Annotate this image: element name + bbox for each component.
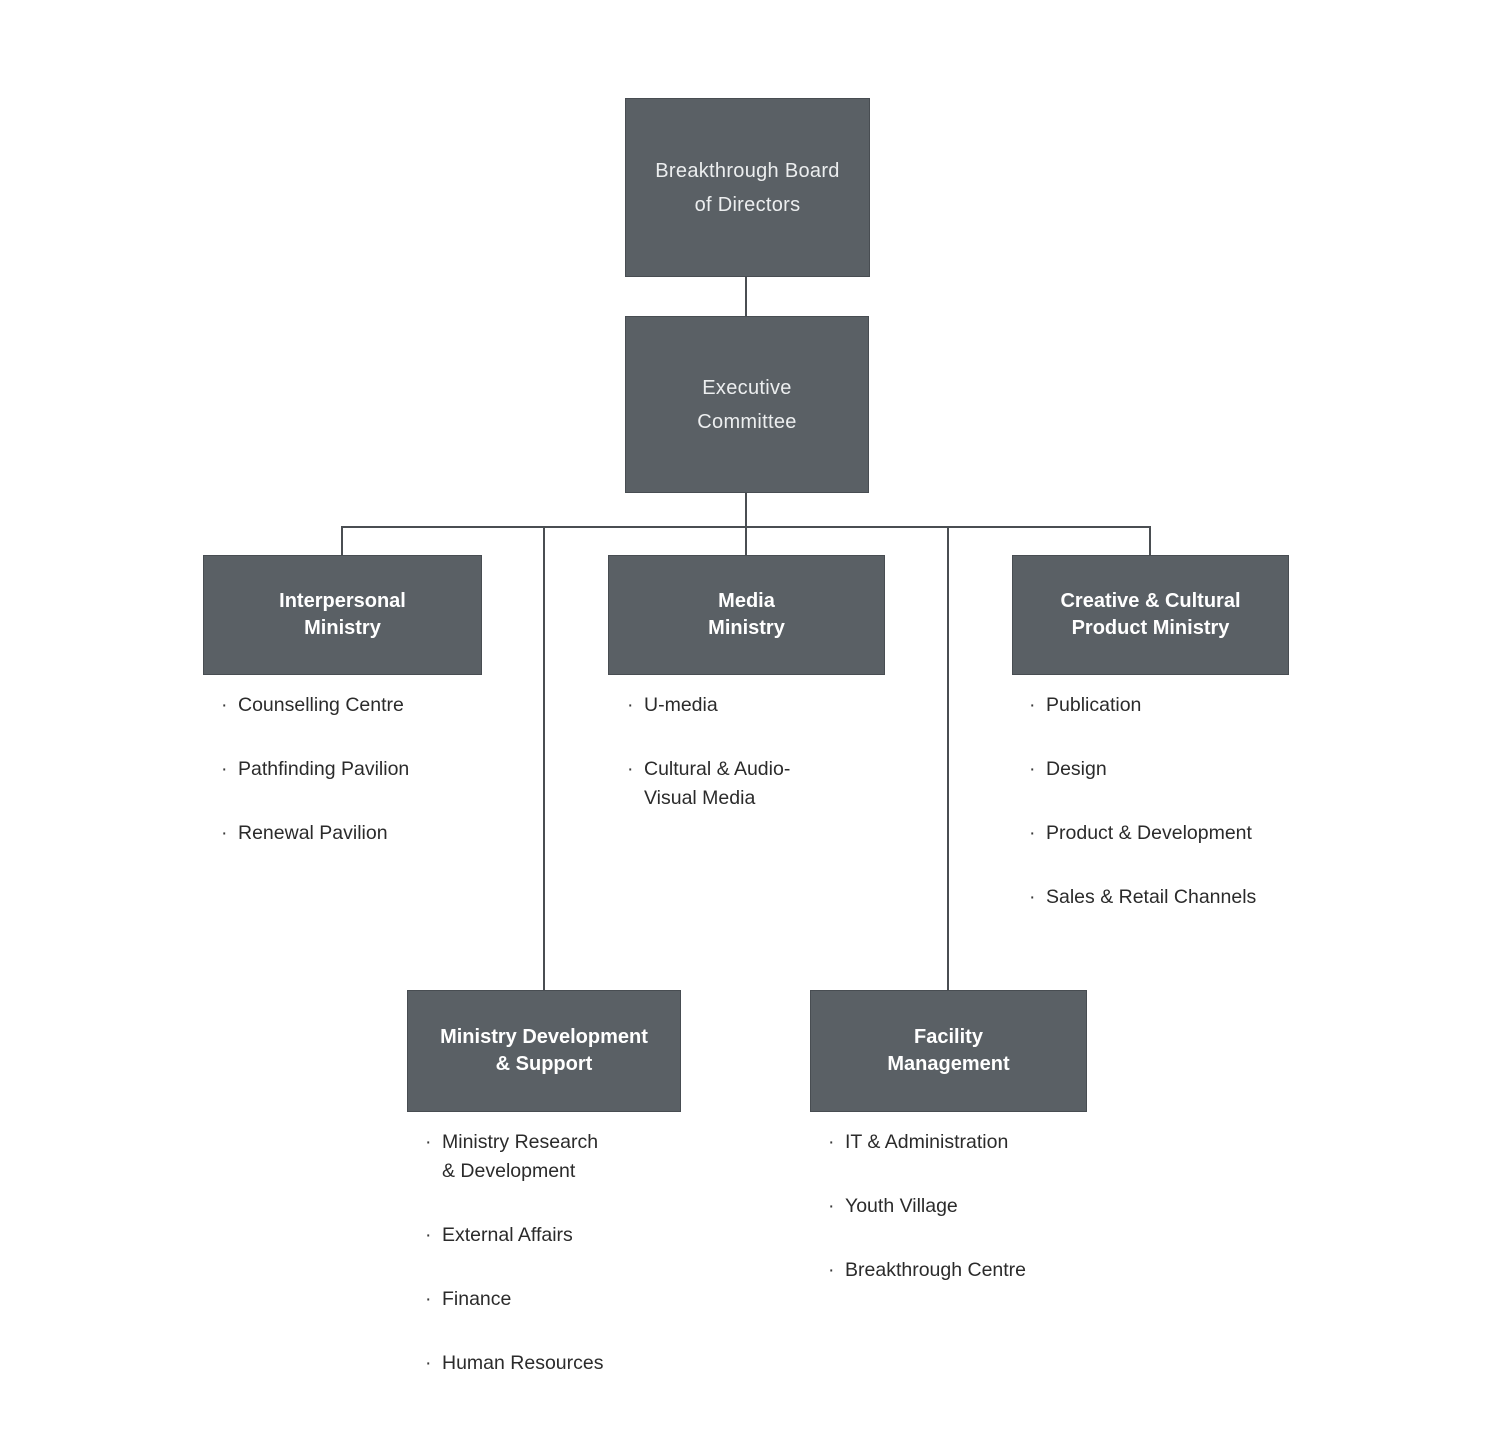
ministry-box-creative: Creative & Cultural Product Ministry — [1012, 555, 1289, 675]
list-item-label: External Affairs — [442, 1224, 573, 1246]
connector-drop-facility — [947, 526, 949, 990]
ministry-title-interpersonal: Interpersonal Ministry — [279, 590, 406, 639]
ministry-box-facility: Facility Management — [810, 990, 1087, 1112]
connector-board-to-executive — [745, 277, 747, 317]
bullet-icon: · — [221, 822, 228, 844]
bullet-icon: · — [1029, 694, 1036, 716]
list-item: · Renewal Pavilion — [221, 819, 409, 848]
list-item: · Breakthrough Centre — [828, 1256, 1026, 1285]
list-item-label: Counselling Centre — [238, 694, 404, 716]
list-item: · Sales & Retail Channels — [1029, 883, 1256, 912]
list-item: · Product & Development — [1029, 819, 1256, 848]
list-item: · Design — [1029, 755, 1256, 784]
bullet-icon: · — [425, 1131, 432, 1153]
connector-drop-ministry-development — [543, 526, 545, 990]
bullet-icon: · — [1029, 758, 1036, 780]
bullet-icon: · — [425, 1352, 432, 1374]
connector-drop-media — [745, 526, 747, 555]
board-of-directors-box: Breakthrough Board of Directors — [625, 98, 870, 277]
ministry-title-ministry-development: Ministry Development & Support — [440, 1026, 648, 1075]
bullet-icon: · — [1029, 886, 1036, 908]
ministry-title-creative: Creative & Cultural Product Ministry — [1060, 590, 1241, 639]
ministry-box-ministry-development: Ministry Development & Support — [407, 990, 681, 1112]
list-item-label: Breakthrough Centre — [845, 1259, 1027, 1281]
list-item-label: Youth Village — [845, 1195, 958, 1217]
list-item: · Finance — [425, 1285, 603, 1314]
bullet-icon: · — [1029, 822, 1036, 844]
list-item-label: Ministry Research & Development — [442, 1131, 599, 1182]
bullet-icon: · — [828, 1259, 835, 1281]
ministry-list-ministry-development: · Ministry Research & Development · Exte… — [425, 1128, 603, 1413]
bullet-icon: · — [425, 1288, 432, 1310]
executive-committee-label: Executive Committee — [697, 376, 797, 433]
list-item: · External Affairs — [425, 1221, 603, 1250]
list-item: · Youth Village — [828, 1192, 1026, 1221]
list-item-label: Finance — [442, 1288, 512, 1310]
list-item-label: Cultural & Audio- Visual Media — [644, 758, 791, 809]
list-item-label: Renewal Pavilion — [238, 822, 388, 844]
ministry-list-creative: · Publication · Design · Product & Devel… — [1029, 691, 1256, 947]
list-item-label: Pathfinding Pavilion — [238, 758, 410, 780]
bullet-icon: · — [221, 758, 228, 780]
ministry-list-media: · U-media · Cultural & Audio- Visual Med… — [627, 691, 790, 848]
list-item: · IT & Administration — [828, 1128, 1026, 1157]
bullet-icon: · — [627, 758, 634, 780]
list-item-label: Publication — [1046, 694, 1142, 716]
ministry-box-interpersonal: Interpersonal Ministry — [203, 555, 482, 675]
board-of-directors-label: Breakthrough Board of Directors — [655, 159, 840, 216]
bullet-icon: · — [627, 694, 634, 716]
list-item-label: Product & Development — [1046, 822, 1252, 844]
list-item: · Human Resources — [425, 1349, 603, 1378]
bullet-icon: · — [425, 1224, 432, 1246]
executive-committee-box: Executive Committee — [625, 316, 869, 493]
list-item: · Counselling Centre — [221, 691, 409, 720]
list-item: · U-media — [627, 691, 790, 720]
list-item: · Pathfinding Pavilion — [221, 755, 409, 784]
list-item-label: Design — [1046, 758, 1107, 780]
connector-executive-to-bus — [745, 493, 747, 527]
list-item: · Ministry Research & Development — [425, 1128, 603, 1186]
ministry-title-facility: Facility Management — [887, 1026, 1010, 1075]
ministry-box-media: Media Ministry — [608, 555, 885, 675]
connector-drop-creative — [1149, 526, 1151, 555]
list-item: · Publication — [1029, 691, 1256, 720]
list-item-label: Sales & Retail Channels — [1046, 886, 1257, 908]
ministry-list-facility: · IT & Administration · Youth Village · … — [828, 1128, 1026, 1320]
ministry-title-media: Media Ministry — [708, 590, 785, 639]
bullet-icon: · — [828, 1195, 835, 1217]
bullet-icon: · — [221, 694, 228, 716]
list-item-label: U-media — [644, 694, 718, 716]
list-item-label: Human Resources — [442, 1352, 604, 1374]
list-item-label: IT & Administration — [845, 1131, 1009, 1153]
connector-drop-interpersonal — [341, 526, 343, 555]
list-item: · Cultural & Audio- Visual Media — [627, 755, 790, 813]
bullet-icon: · — [828, 1131, 835, 1153]
ministry-list-interpersonal: · Counselling Centre · Pathfinding Pavil… — [221, 691, 409, 883]
